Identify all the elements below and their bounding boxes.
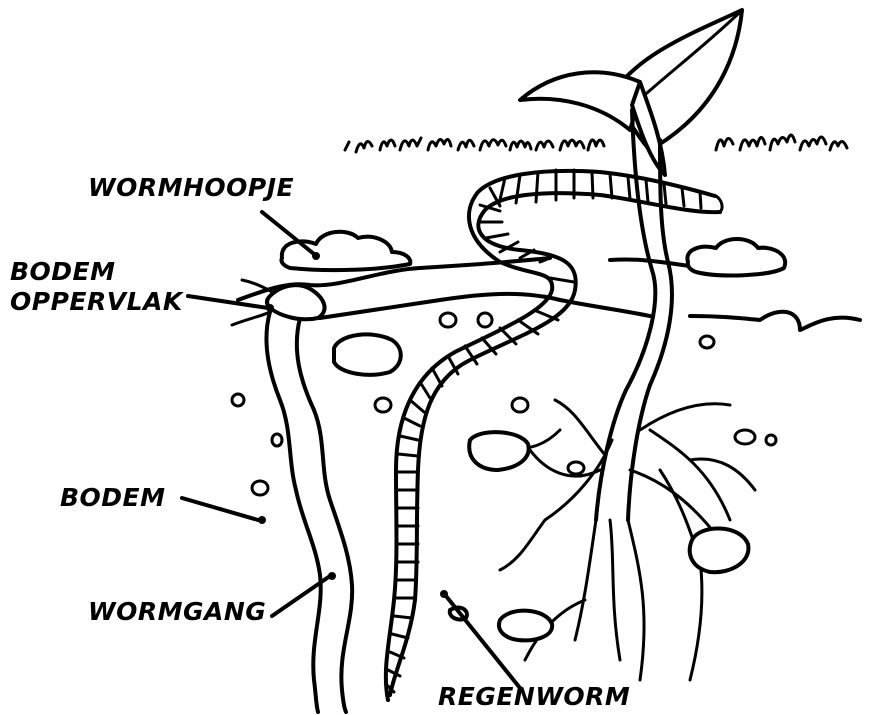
label-bodem: BODEM <box>60 483 166 512</box>
dot-bodem-oppervlak <box>266 304 274 312</box>
leader-bodem <box>182 498 258 520</box>
leader-regenworm <box>446 596 520 688</box>
grass-right <box>716 135 847 150</box>
dot-wormhoopje <box>312 252 320 260</box>
dot-wormgang <box>328 572 336 580</box>
label-regenworm: REGENWORM <box>438 682 630 711</box>
grass-left <box>345 138 604 152</box>
soil-stones <box>232 313 776 640</box>
leader-bodem-oppervlak <box>188 296 268 308</box>
worm-hill-right <box>687 239 785 275</box>
dot-regenworm <box>440 590 448 598</box>
label-bodem-oppervlak-line2: OPPERVLAK <box>10 287 184 316</box>
label-wormhoopje: WORMHOOPJE <box>88 173 294 202</box>
dot-bodem <box>258 516 266 524</box>
plant-leaves <box>520 10 742 175</box>
worm-burrow <box>266 312 352 712</box>
label-bodem-oppervlak-line1: BODEM <box>10 257 116 286</box>
label-wormgang: WORMGANG <box>88 597 266 626</box>
